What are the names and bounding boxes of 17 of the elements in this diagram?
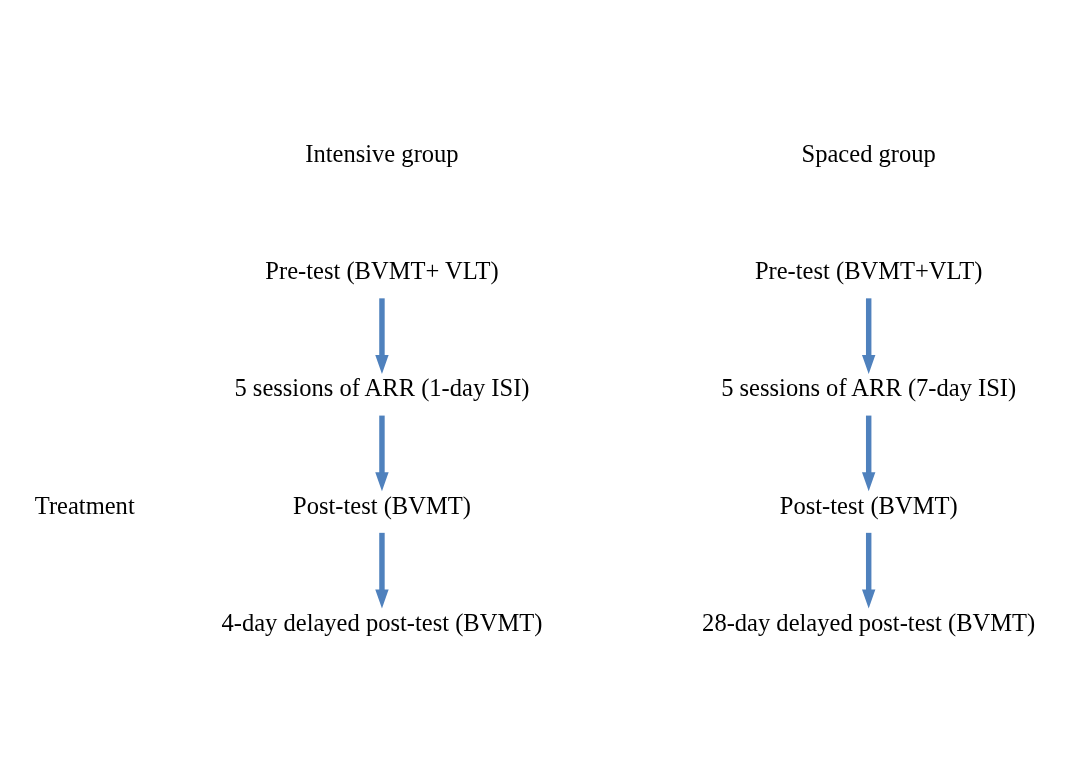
arrow <box>375 415 389 491</box>
arrow <box>375 297 389 374</box>
node-text: 5 sessions of ARR (1-day ISI) <box>234 374 530 401</box>
arrow <box>862 532 876 609</box>
node-text: 4-day delayed post-test (BVMT) <box>221 608 543 636</box>
arrow <box>862 415 876 491</box>
node-text: Post-test (BVMT) <box>779 491 958 519</box>
node-text: 28-day delayed post-test (BVMT) <box>702 608 1036 636</box>
arrow <box>375 532 389 609</box>
arrow <box>862 297 876 374</box>
node-text: Pre-test (BVMT+VLT) <box>754 256 983 284</box>
node-text: Pre-test (BVMT+ VLT) <box>265 256 499 284</box>
label: Intensive group <box>305 139 459 167</box>
label: Treatment <box>34 491 135 519</box>
label: Spaced group <box>801 139 936 167</box>
node-text: Post-test (BVMT) <box>293 491 471 519</box>
node-text: 5 sessions of ARR (7-day ISI) <box>721 374 1017 401</box>
